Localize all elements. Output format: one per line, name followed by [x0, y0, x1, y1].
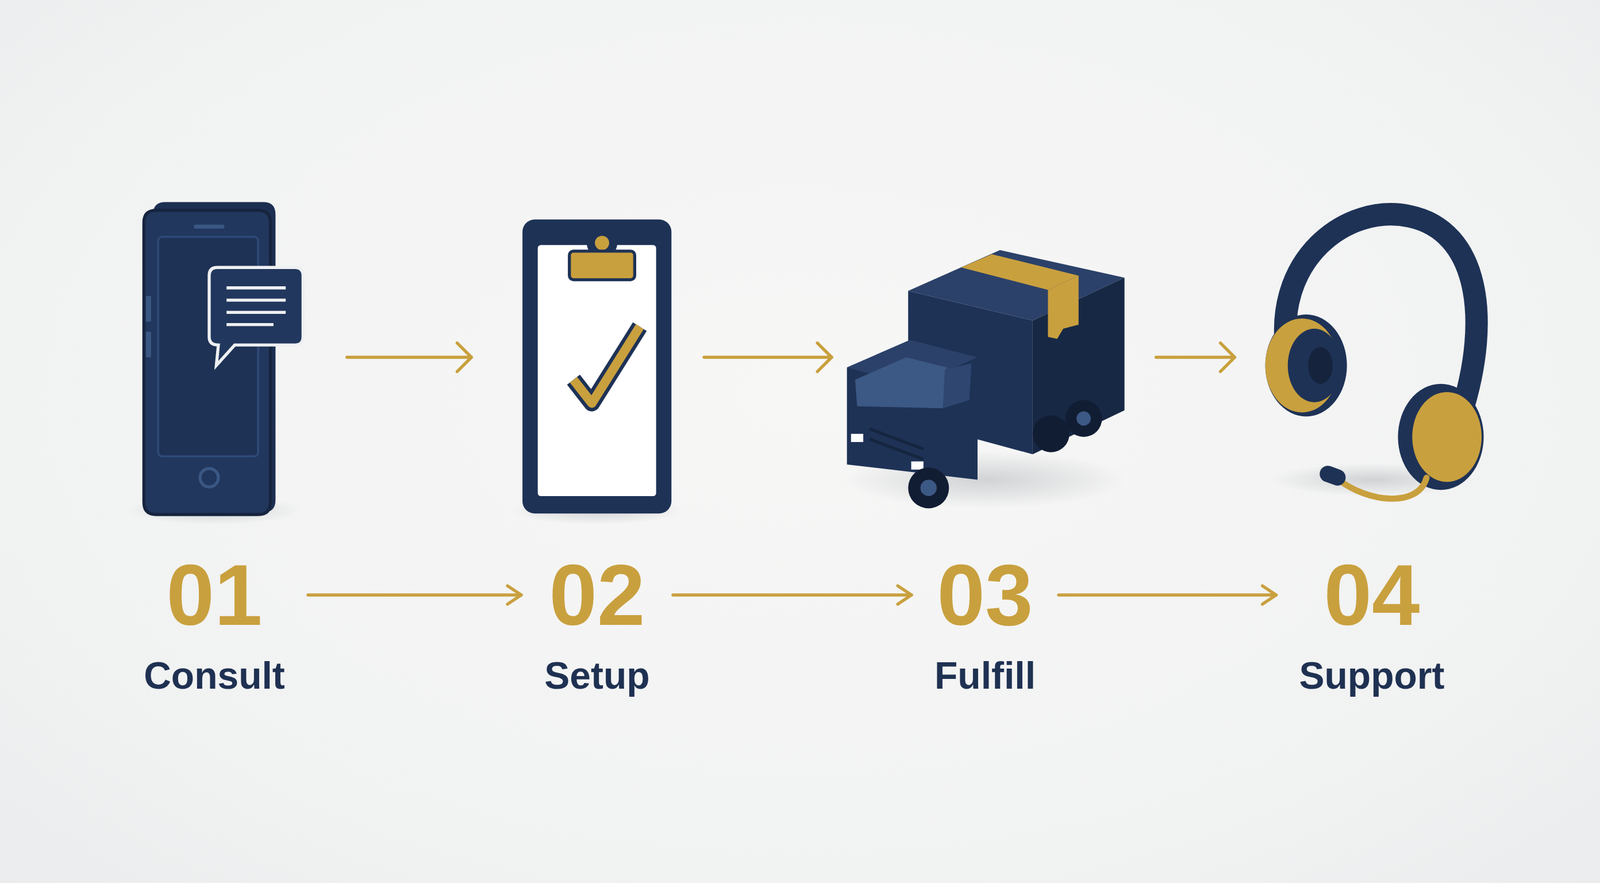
flow-arrow — [672, 593, 912, 597]
step-label: Support — [1299, 652, 1445, 699]
step-label: Consult — [143, 652, 286, 699]
step-label: Fulfill — [934, 652, 1036, 699]
clipboard-icon — [510, 219, 684, 525]
flow-arrow — [308, 593, 522, 597]
icon-arrows — [347, 343, 1236, 372]
step-number: 02 — [549, 551, 646, 638]
phone-icon — [127, 202, 303, 525]
step-number: 04 — [1324, 551, 1421, 638]
headset-icon — [1265, 214, 1484, 499]
process-step: 02Setup — [521, 551, 673, 699]
flow-arrow — [1058, 593, 1277, 597]
step-number: 01 — [166, 551, 263, 638]
truck-icon — [841, 250, 1128, 509]
process-step: 04Support — [1276, 551, 1468, 699]
step-number: 03 — [937, 551, 1034, 638]
step-label: Setup — [544, 652, 650, 699]
process-step: 03Fulfill — [911, 551, 1059, 699]
process-step: 01Consult — [120, 551, 309, 699]
